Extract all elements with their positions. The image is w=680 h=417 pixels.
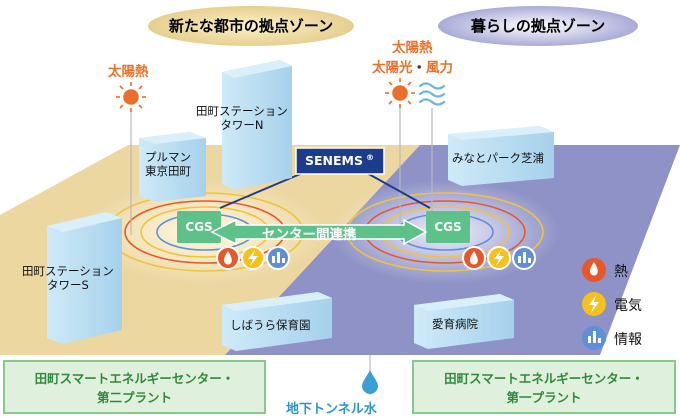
tunnel-label: 地下トンネル水: [286, 402, 377, 417]
senems-box: [295, 147, 385, 175]
minato-park-label: みなとパーク芝浦: [452, 151, 544, 165]
building-nursery: [222, 292, 332, 351]
cgs-left-label: CGS: [185, 220, 213, 234]
zone-title-left: 新たな都市の拠点ゾーン: [148, 6, 354, 46]
tower-n-label: 田町ステーション タワーN: [196, 104, 288, 132]
building-tower-s: [47, 212, 122, 344]
legend-information-label: 情報: [614, 332, 642, 348]
pullman-line2: 東京田町: [145, 164, 191, 178]
tower-n-line2: タワーN: [220, 118, 264, 132]
legend-flame-icon: [582, 258, 606, 282]
plant-two-box: 田町スマートエネルギーセンター・ 第二プラント: [3, 360, 266, 414]
separator-dot: ・: [412, 60, 427, 76]
right-solar-wind-label: 太陽光・風力: [372, 56, 453, 76]
cgs-right-label: CGS: [434, 220, 462, 234]
plant-one-box: 田町スマートエネルギーセンター・ 第一プラント: [412, 360, 676, 414]
building-pullman: [139, 132, 206, 202]
building-hospital: [414, 294, 514, 349]
plant-two-line2: 第二プラント: [96, 390, 172, 405]
sun-icon: [116, 82, 146, 112]
senems-link-right: [364, 171, 431, 209]
legend-lightning-icon: [582, 292, 606, 316]
senems-label: SENEMS®: [305, 153, 374, 168]
wind-icon: [418, 82, 446, 106]
tower-s-line1: 田町ステーション: [22, 264, 114, 278]
plant-two-line1: 田町スマートエネルギーセンター・: [34, 371, 235, 386]
zone-title-right-text: 暮らしの拠点ゾーン: [470, 17, 606, 35]
legend-heat-label: 熱: [614, 264, 628, 280]
legend-electricity-label: 電気: [614, 298, 642, 314]
sun-icon: [385, 78, 415, 108]
right-solar-heat-label: 太陽熱: [392, 40, 433, 56]
lightning-icon: [487, 246, 511, 270]
zone-title-right: 暮らしの拠点ゾーン: [438, 6, 638, 46]
zone-title-left-text: 新たな都市の拠点ゾーン: [168, 17, 334, 35]
pullman-label: プルマン 東京田町: [145, 150, 191, 178]
senems-text: SENEMS: [305, 153, 363, 168]
plant-one-line2: 第一プラント: [506, 390, 582, 405]
pullman-line1: プルマン: [145, 150, 191, 164]
solar-power-text: 太陽光: [372, 60, 413, 76]
cgs-right-box: [426, 211, 470, 243]
flame-icon: [462, 246, 486, 270]
center-link-label: センター間連携: [262, 227, 357, 243]
flame-icon: [216, 246, 240, 270]
lightning-icon: [241, 246, 265, 270]
nursery-label: しばうら保育園: [230, 318, 311, 332]
plant-one-line1: 田町スマートエネルギーセンター・: [444, 371, 644, 386]
bar-chart-icon: [266, 246, 290, 270]
left-solar-heat-label: 太陽熱: [108, 64, 149, 80]
legend-bar-chart-icon: [582, 326, 606, 350]
registered-mark: ®: [365, 153, 374, 162]
tower-s-line2: タワーS: [46, 278, 89, 292]
water-drop-icon: [362, 370, 378, 394]
building-tower-n: [222, 60, 292, 190]
hospital-label: 愛育病院: [432, 317, 478, 331]
center-link-arrow: [210, 218, 428, 246]
cgs-left-box: [177, 211, 221, 243]
bar-chart-icon: [512, 246, 536, 270]
tower-s-label: 田町ステーション タワーS: [22, 264, 114, 292]
tower-n-line1: 田町ステーション: [196, 104, 288, 118]
building-minato-park: [448, 126, 554, 186]
wind-power-text: 風力: [426, 60, 453, 76]
